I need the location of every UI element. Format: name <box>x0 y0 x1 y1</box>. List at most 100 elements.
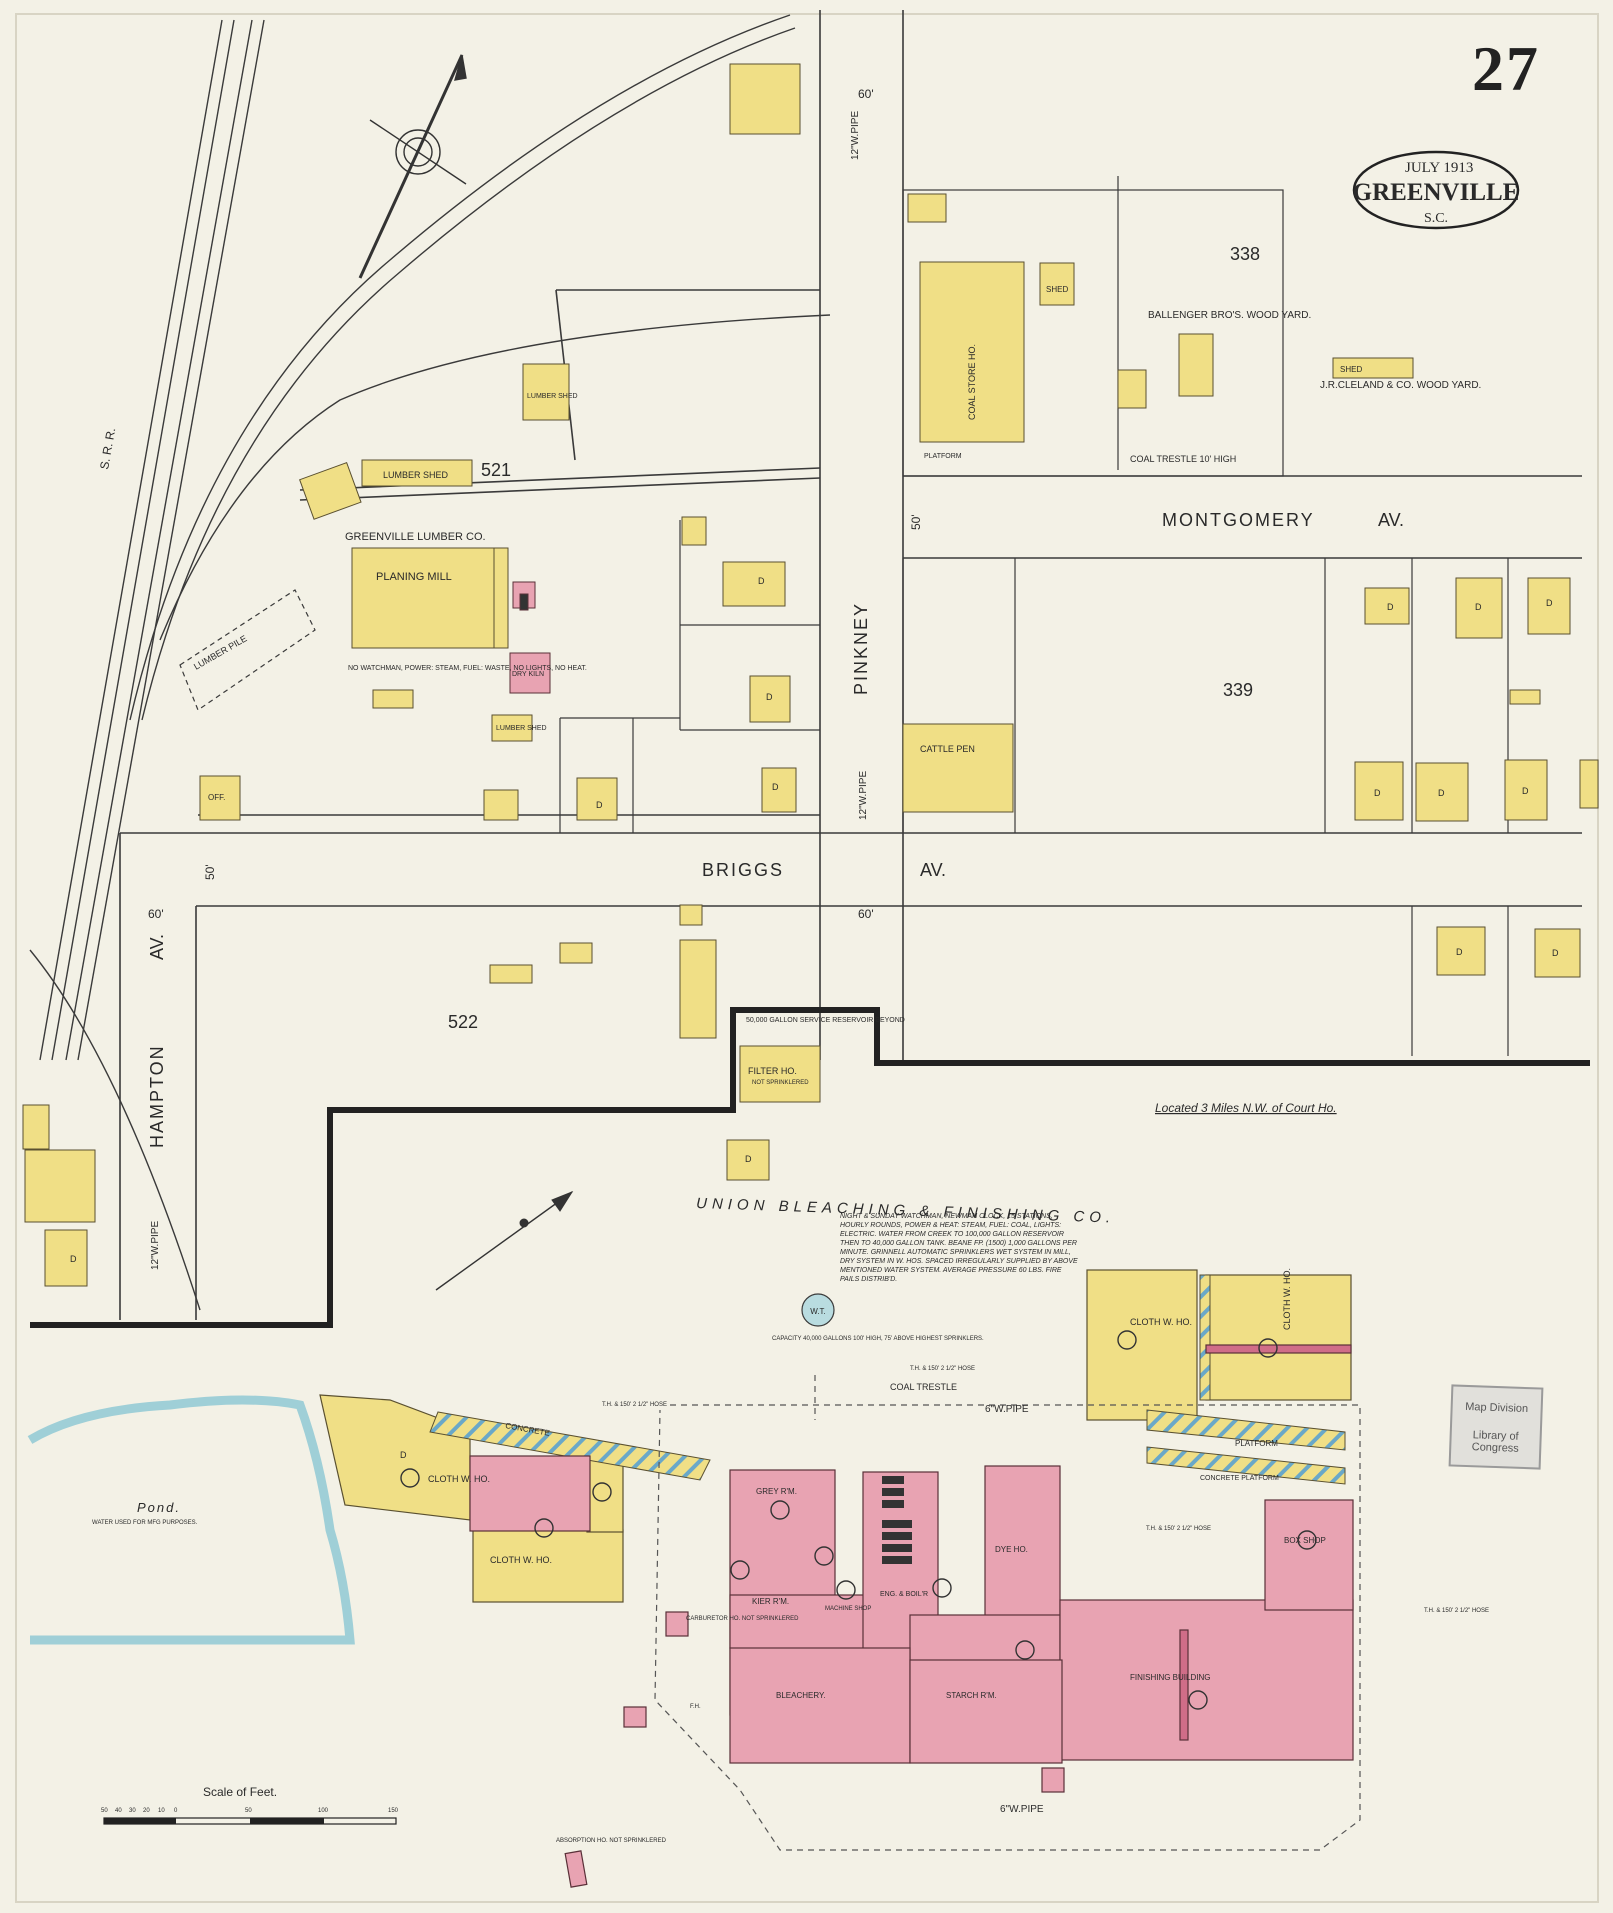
dwelling-label: D <box>1374 788 1381 798</box>
dwelling-label: D <box>1552 948 1559 958</box>
dwelling-label: D <box>1438 788 1445 798</box>
mill-note-box: NIGHT & SUNDAY WATCHMAN, NEWMAN CLOCK, 1… <box>840 1213 1078 1283</box>
cattle-pen-label: CATTLE PEN <box>920 744 975 754</box>
scale-tick: 10 <box>158 1808 165 1814</box>
cartouche-city: GREENVILLE <box>1353 179 1520 206</box>
scale-tick: 100 <box>318 1808 329 1814</box>
planing-mill-label: PLANING MILL <box>376 571 452 583</box>
pond <box>27 1395 355 1645</box>
dwelling-label: D <box>766 692 773 702</box>
width-50-briggs: 50' <box>203 864 217 880</box>
dwelling-label: D <box>70 1254 77 1264</box>
property-boundary <box>30 1007 1590 1328</box>
carburetor-label: CARBURETOR HO. NOT SPRINKLERED <box>686 1616 799 1622</box>
scale-tick: 0 <box>174 1808 178 1814</box>
sheet-border <box>15 13 1599 1903</box>
concrete-platforms <box>429 1274 1346 1485</box>
coal-trestle-label: COAL TRESTLE <box>890 1382 957 1392</box>
dwelling-label: D <box>758 576 765 586</box>
railroad-tracks <box>29 14 831 1311</box>
scale-tick: 30 <box>129 1808 136 1814</box>
water-tower-icon <box>801 1293 835 1327</box>
dwelling-label: D <box>745 1154 752 1164</box>
street-hampton-suffix: AV. <box>147 934 167 960</box>
lumber-shed-label-2: LUMBER SHED <box>527 393 578 400</box>
dye-house-label: DYE HO. <box>995 1545 1028 1554</box>
filter-house-label: FILTER HO. <box>748 1066 797 1076</box>
dwelling-label: D <box>1456 947 1463 957</box>
width-60-top: 60' <box>858 87 874 101</box>
width-60-hampton: 60' <box>148 907 164 921</box>
cartouche-frame <box>1352 150 1520 230</box>
pipe-12-hampton: 12"W.PIPE <box>150 1221 161 1270</box>
scale-title: Scale of Feet. <box>203 1785 277 1799</box>
mill-brick-buildings <box>469 1344 1354 1888</box>
pipe-6-north: 6"W.PIPE <box>985 1404 1029 1415</box>
lumber-shed-label-1: LUMBER SHED <box>383 470 449 480</box>
water-tower-label: W.T. <box>810 1307 826 1316</box>
block-522: 522 <box>448 1012 478 1032</box>
cloth-wh-a-label: CLOTH W. HO. <box>428 1474 490 1484</box>
shed-label-1: SHED <box>1046 285 1068 294</box>
lumber-pile <box>179 589 316 711</box>
cloth-wh-e-label: CLOTH W. HO. <box>1282 1268 1292 1330</box>
stamp-line-1: Map Division <box>1464 1400 1529 1416</box>
scale-bar <box>103 1817 397 1825</box>
hose-label-1: T.H. & 150' 2 1/2" HOSE <box>1146 1526 1211 1532</box>
lumber-shed-label-3: LUMBER SHED <box>496 725 547 732</box>
office-label: OFF. <box>208 793 225 802</box>
block-339: 339 <box>1223 680 1253 700</box>
street-briggs-suffix: AV. <box>920 860 946 880</box>
coal-trestle-high-label: COAL TRESTLE 10' HIGH <box>1130 454 1236 464</box>
scale-tick: 40 <box>115 1808 122 1814</box>
pipe-12-pinkney: 12"W.PIPE <box>858 771 869 820</box>
dwelling-label: D <box>1546 598 1553 608</box>
kier-room-label: KIER R'M. <box>752 1597 789 1606</box>
cleland-label: J.R.CLELAND & CO. WOOD YARD. <box>1320 380 1481 391</box>
hose-label-2: T.H. & 150' 2 1/2" HOSE <box>1424 1608 1489 1614</box>
hose-label-4: T.H. & 150' 2 1/2" HOSE <box>910 1366 975 1372</box>
street-briggs: BRIGGS <box>702 860 784 880</box>
bleachery-label: BLEACHERY. <box>776 1691 826 1700</box>
sprinkler-markers <box>400 1330 1317 1710</box>
compass-rose-icon <box>358 54 467 279</box>
engine-room-windows <box>882 1476 912 1564</box>
pond-note: WATER USED FOR MFG PURPOSES. <box>92 1520 198 1526</box>
greenville-lumber-label: GREENVILLE LUMBER CO. <box>345 531 486 543</box>
pipe-12-top: 12"W.PIPE <box>850 111 861 160</box>
cloth-wh-f-label: CLOTH W. HO. <box>1130 1317 1192 1327</box>
street-montgomery-suffix: AV. <box>1378 510 1404 530</box>
eng-boiler-label: ENG. & BOIL'R <box>880 1591 928 1598</box>
mill-note: NIGHT & SUNDAY WATCHMAN, NEWMAN CLOCK, 1… <box>840 1213 1078 1283</box>
dwelling-label: D <box>1475 602 1482 612</box>
stamp-line-2: Library of Congress <box>1471 1429 1519 1455</box>
dwelling-label: D <box>1387 602 1394 612</box>
concrete-platform-label: CONCRETE PLATFORM <box>1200 1475 1279 1482</box>
dwelling-label: D <box>772 782 779 792</box>
frame-buildings-upper <box>22 63 1599 1287</box>
block-338: 338 <box>1230 244 1260 264</box>
ballenger-label: BALLENGER BRO'S. WOOD YARD. <box>1148 310 1311 321</box>
pipe-6-south: 6"W.PIPE <box>1000 1804 1044 1815</box>
absorption-label: ABSORPTION HO. NOT SPRINKLERED <box>556 1838 667 1844</box>
cloth-wh-b-label: CLOTH W. HO. <box>490 1555 552 1565</box>
cartouche-date: JULY 1913 <box>1405 160 1473 176</box>
coal-store-label: COAL STORE HO. <box>967 344 977 420</box>
dwelling-label: D <box>596 800 603 810</box>
platform-label-2: PLATFORM <box>1235 1439 1278 1448</box>
dwelling-label: D <box>1522 786 1529 796</box>
dry-kiln-label: DRY KILN <box>512 671 544 678</box>
location-note: Located 3 Miles N.W. of Court Ho. <box>1155 1101 1337 1115</box>
grey-room-label: GREY R'M. <box>756 1487 797 1496</box>
box-shop-label: BOX SHOP <box>1284 1536 1326 1545</box>
street-montgomery: MONTGOMERY <box>1162 510 1315 530</box>
width-50-montgomery: 50' <box>909 514 923 530</box>
scale-tick: 150 <box>388 1808 399 1814</box>
scale-tick: 20 <box>143 1808 150 1814</box>
dwelling-label: D <box>400 1450 407 1460</box>
scale-tick: 50 <box>245 1808 252 1814</box>
fire-hydrant-label: F.H. <box>690 1704 701 1710</box>
library-stamp: Map Division Library of Congress <box>1448 1384 1544 1470</box>
brick-buildings-upper <box>509 581 551 694</box>
